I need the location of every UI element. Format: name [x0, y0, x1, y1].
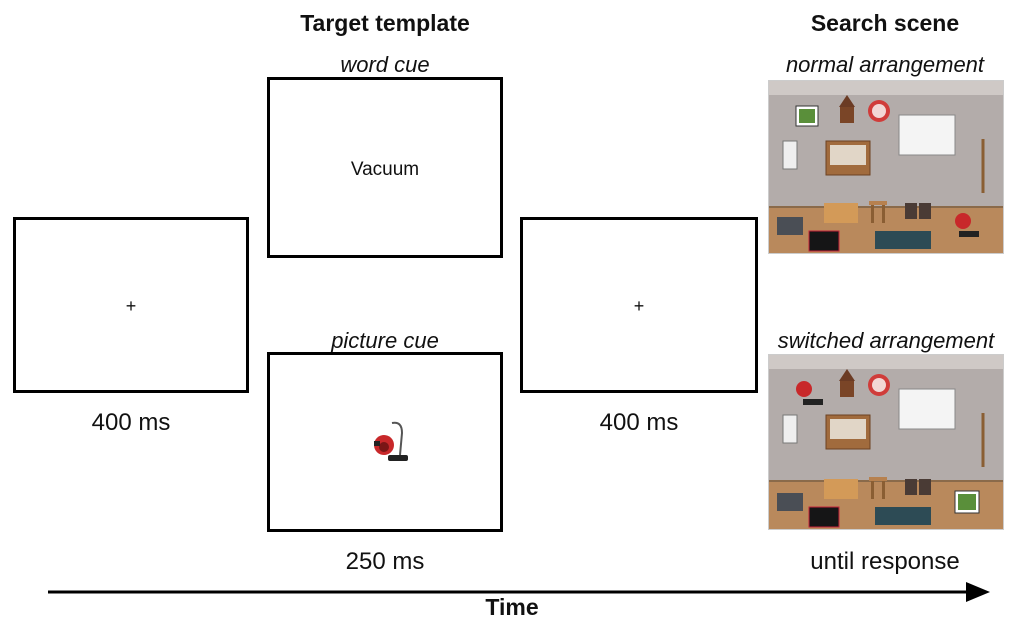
normal-arrangement-label: normal arrangement	[785, 52, 985, 77]
word-cue-label: word cue	[340, 52, 430, 77]
switched-arrangement-label: switched arrangement	[777, 328, 995, 353]
word-cue-panel: Vacuum	[267, 77, 503, 258]
scene-duration: until response	[810, 548, 960, 575]
time-arrow	[48, 582, 990, 602]
target-template-heading: Target template	[300, 10, 470, 36]
picture-cue-label: picture cue	[331, 328, 439, 353]
vacuum-icon	[374, 421, 408, 461]
fixation-panel-left: +	[13, 217, 249, 393]
normal-scene-image	[768, 80, 1004, 254]
fixation-right-duration: 400 ms	[599, 409, 679, 436]
switched-scene-image	[768, 354, 1004, 530]
room-scene-normal	[769, 81, 1003, 253]
search-scene-heading: Search scene	[810, 10, 960, 36]
fixation-left-duration: 400 ms	[91, 409, 171, 436]
fixation-cross-right: +	[633, 296, 645, 316]
room-scene-switched	[769, 355, 1003, 529]
picture-cue-panel	[267, 352, 503, 532]
fixation-panel-right: +	[520, 217, 758, 393]
word-cue-text: Vacuum	[350, 159, 420, 180]
cue-duration: 250 ms	[345, 548, 425, 575]
fixation-cross-left: +	[125, 296, 137, 316]
time-axis-label: Time	[485, 594, 539, 620]
